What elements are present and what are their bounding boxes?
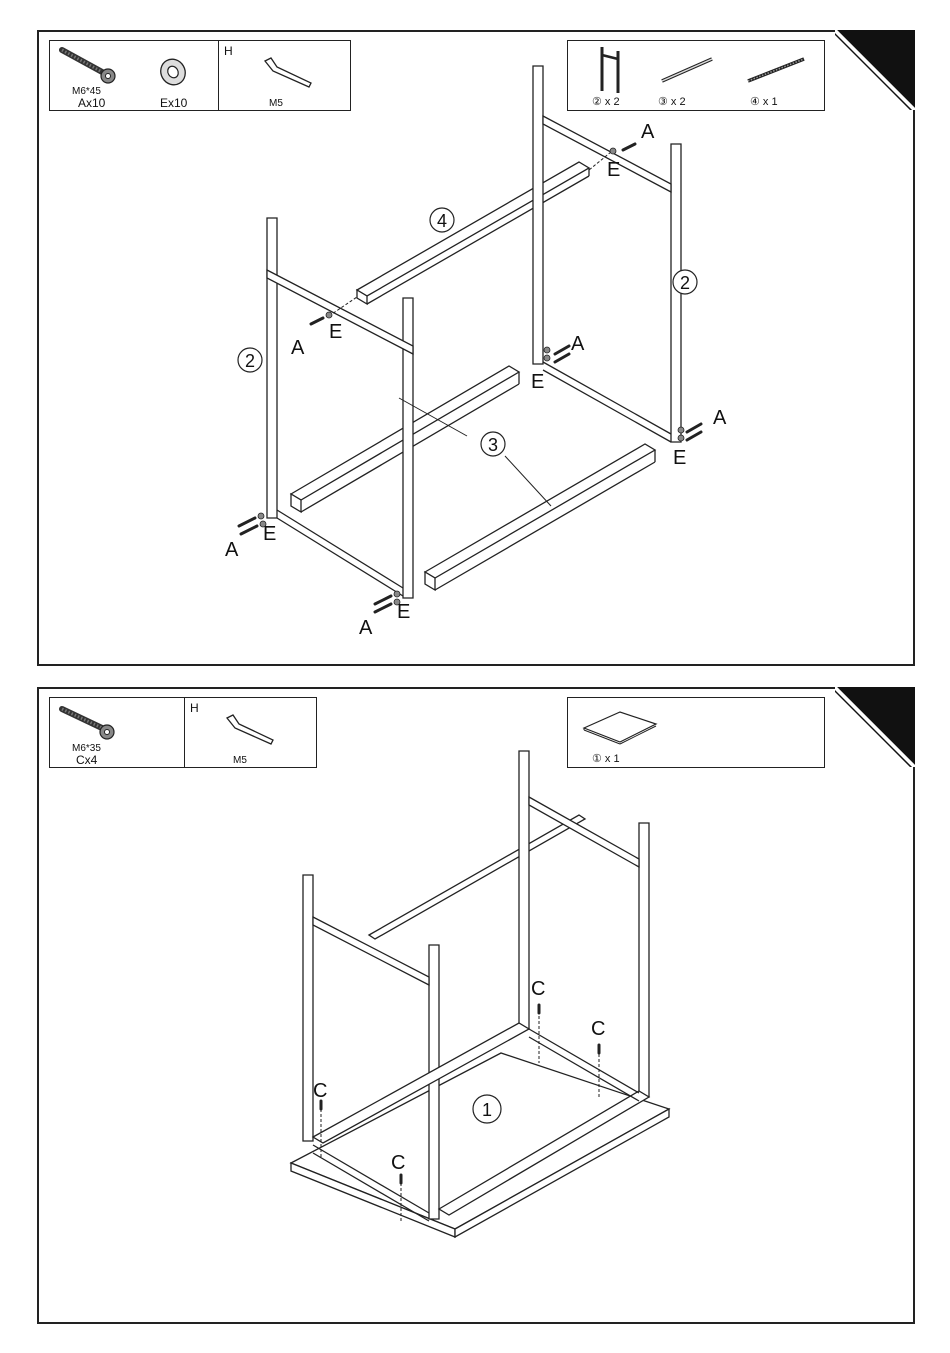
part-3-callout: 3: [488, 435, 498, 455]
part-2-callout: 2: [245, 351, 255, 371]
callout-washer-e: E: [397, 601, 410, 623]
step-2-panel: M6*35 Cx4 H M5 ① x 1: [37, 687, 915, 1324]
part-4-callout: 4: [437, 211, 447, 231]
callout-washer-e: E: [263, 523, 276, 545]
callout-washer-e: E: [673, 447, 686, 469]
frame-assembly-drawing: A E A E A E A E A E A E 2 2 4 3: [39, 32, 917, 668]
callout-screw-c: C: [313, 1080, 327, 1102]
callout-screw-a: A: [571, 333, 585, 355]
callout-screw-a: A: [225, 539, 239, 561]
callout-washer-e: E: [329, 321, 342, 343]
callout-screw-c: C: [391, 1152, 405, 1174]
part-2-callout: 2: [680, 273, 690, 293]
callout-screw-a: A: [641, 121, 655, 143]
callout-screw-a: A: [291, 337, 305, 359]
callout-washer-e: E: [607, 159, 620, 181]
callout-screw-c: C: [591, 1018, 605, 1040]
part-1-callout: 1: [482, 1100, 492, 1120]
callout-screw-a: A: [359, 617, 373, 639]
tabletop-assembly-drawing: C C C C 1: [39, 689, 917, 1326]
callout-washer-e: E: [531, 371, 544, 393]
callout-screw-a: A: [713, 407, 727, 429]
step-1-panel: M6*45 Ax10 Ex10 H M5 ② x 2 ③ x 2: [37, 30, 915, 666]
callout-screw-c: C: [531, 978, 545, 1000]
